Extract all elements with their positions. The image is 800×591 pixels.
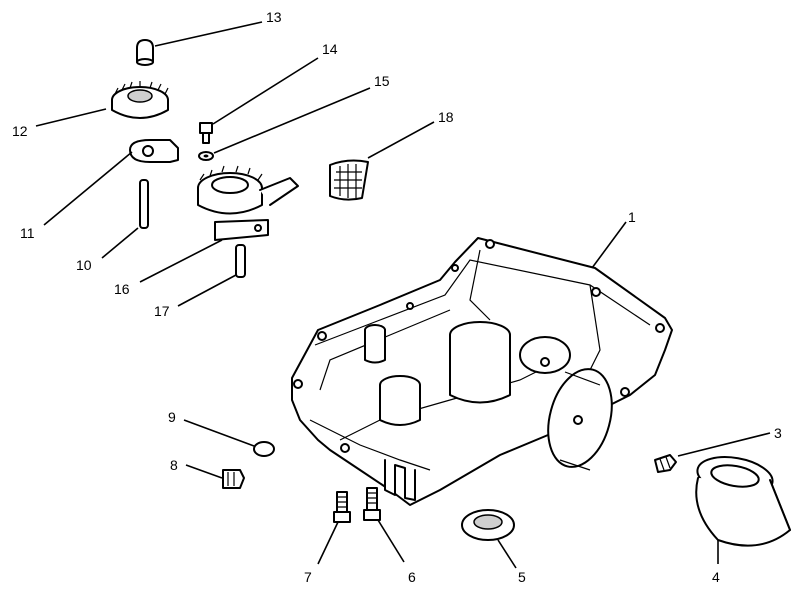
leader-16 xyxy=(139,239,223,283)
leader-1 xyxy=(591,221,627,269)
leader-17 xyxy=(177,274,237,307)
callout-8: 8 xyxy=(170,457,178,473)
leader-6 xyxy=(377,519,405,563)
part-6-bolt xyxy=(363,487,381,521)
leader-lines xyxy=(35,21,771,569)
leader-5 xyxy=(497,539,517,569)
callout-4: 4 xyxy=(712,569,720,585)
callout-16: 16 xyxy=(114,281,130,297)
leader-3 xyxy=(677,432,771,457)
leader-18 xyxy=(367,121,435,159)
leader-13 xyxy=(154,21,263,47)
part-15-washer xyxy=(198,151,214,161)
leader-8 xyxy=(185,464,223,479)
callout-18: 18 xyxy=(438,109,454,125)
callout-12: 12 xyxy=(12,123,28,139)
callout-6: 6 xyxy=(408,569,416,585)
part-8-plug xyxy=(222,469,245,489)
leader-14 xyxy=(212,57,319,125)
part-5-oil-seal xyxy=(461,509,515,541)
part-4-oil-filter xyxy=(695,456,791,547)
leader-11 xyxy=(43,151,133,226)
part-10-pin xyxy=(139,179,149,229)
callout-17: 17 xyxy=(154,303,170,319)
part-14-screw xyxy=(199,122,213,144)
callout-9: 9 xyxy=(168,409,176,425)
part-16-oil-pump xyxy=(197,165,299,241)
leader-7 xyxy=(317,521,339,565)
leader-10 xyxy=(101,227,139,259)
part-7-bolt xyxy=(333,491,351,523)
oil-pan-housing xyxy=(291,237,673,506)
part-11-tab-washer xyxy=(129,139,179,163)
leader-12 xyxy=(35,108,107,127)
callout-10: 10 xyxy=(76,257,92,273)
callout-1: 1 xyxy=(628,209,636,225)
callout-13: 13 xyxy=(266,9,282,25)
callout-5: 5 xyxy=(518,569,526,585)
part-13-cap xyxy=(136,39,154,66)
part-3-fitting xyxy=(654,454,677,473)
callout-7: 7 xyxy=(304,569,312,585)
callout-15: 15 xyxy=(374,73,390,89)
callout-3: 3 xyxy=(774,425,782,441)
callout-11: 11 xyxy=(20,225,35,241)
leader-15 xyxy=(213,87,371,154)
part-12-gear xyxy=(111,81,169,119)
part-18-screen xyxy=(329,159,369,201)
callout-14: 14 xyxy=(322,41,338,57)
part-17-pin xyxy=(235,244,246,278)
leader-9 xyxy=(183,419,255,447)
part-9-o-ring xyxy=(253,441,275,457)
callout-labels: 13 14 15 18 12 11 10 16 17 1 9 8 3 7 6 5… xyxy=(12,9,782,585)
